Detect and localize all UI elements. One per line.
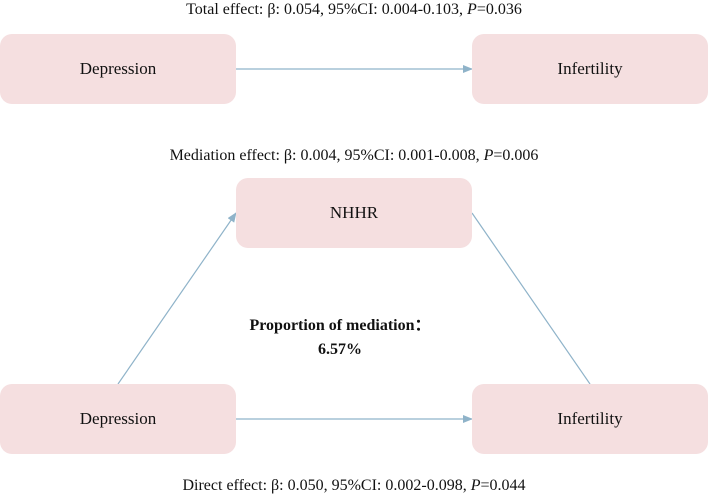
mediation-effect-caption: Mediation effect: β: 0.004, 95%CI: 0.001… [169,147,539,164]
depression-to-nhhr-arrow [117,212,237,385]
top-depression-box: Depression [0,34,236,104]
nhhr-to-infertility-line [471,212,591,385]
direct-effect-caption: Direct effect: β: 0.050, 95%CI: 0.002-0.… [182,477,526,494]
bottom-depression-box: Depression [0,384,236,454]
proportion-label: Proportion of mediation： [249,317,431,334]
top-infertility-box: Infertility [472,34,708,104]
proportion-value: 6.57% [318,341,362,358]
nhhr-box: NHHR [236,178,472,248]
bottom-infertility-box: Infertility [472,384,708,454]
proportion-of-mediation: Proportion of mediation： 6.57% [200,314,480,362]
total-effect-caption: Total effect: β: 0.054, 95%CI: 0.004-0.1… [186,1,522,18]
